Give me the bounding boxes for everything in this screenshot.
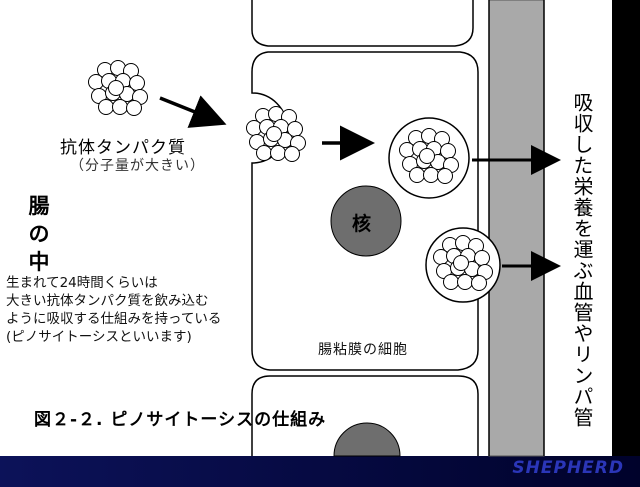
description-line: ように吸収する仕組みを持っている [6,311,222,327]
blood-vessel-band [488,0,545,457]
protein-molecule [112,99,128,115]
protein-molecule [471,275,487,291]
intestine-label: 腸の中 [26,192,52,276]
right-frame [612,0,640,456]
protein-molecule [98,99,114,115]
protein-molecule [108,80,124,96]
description-text: 生まれて24時間くらいは 大きい抗体タンパク質を飲み込む ように吸収する仕組みを… [6,274,221,346]
upper-cell [251,0,474,47]
protein-molecule [126,100,142,116]
description-line: (ピノサイトーシスといいます) [6,329,192,345]
antibody-cluster [399,128,459,184]
protein-molecule [270,145,286,161]
cell-label: 腸粘膜の細胞 [318,342,408,358]
lower-nucleus [333,422,401,457]
protein-molecule [423,167,439,183]
antibody-cluster [246,106,306,162]
nucleus [330,185,402,257]
protein-label: 抗体タンパク質 [60,138,186,158]
lower-cell [251,375,479,456]
protein-molecule [437,168,453,184]
protein-sublabel: （分子量が大きい） [70,158,205,174]
protein-molecule [443,274,459,290]
protein-molecule [419,148,435,164]
vessel-label: 吸収した栄養を運ぶ血管やリンパ管 [570,92,594,428]
footer-bar [0,456,640,487]
protein-molecule [457,274,473,290]
protein-molecule [266,126,282,142]
shepherd-logo: SHEPHERD [512,458,624,478]
antibody-cluster [88,60,148,116]
nucleus-label: 核 [352,213,372,235]
description-line: 生まれて24時間くらいは [6,275,158,291]
description-line: 大きい抗体タンパク質を飲み込む [6,293,209,309]
figure-caption: 図２-２. ピノサイトーシスの仕組み [34,410,327,430]
uptake-arrow [159,95,227,128]
protein-molecule [256,145,272,161]
antibody-cluster [433,235,493,291]
intestine-text: 腸の中 [28,194,50,274]
protein-molecule [453,255,469,271]
protein-molecule [409,167,425,183]
protein-molecule [284,146,300,162]
